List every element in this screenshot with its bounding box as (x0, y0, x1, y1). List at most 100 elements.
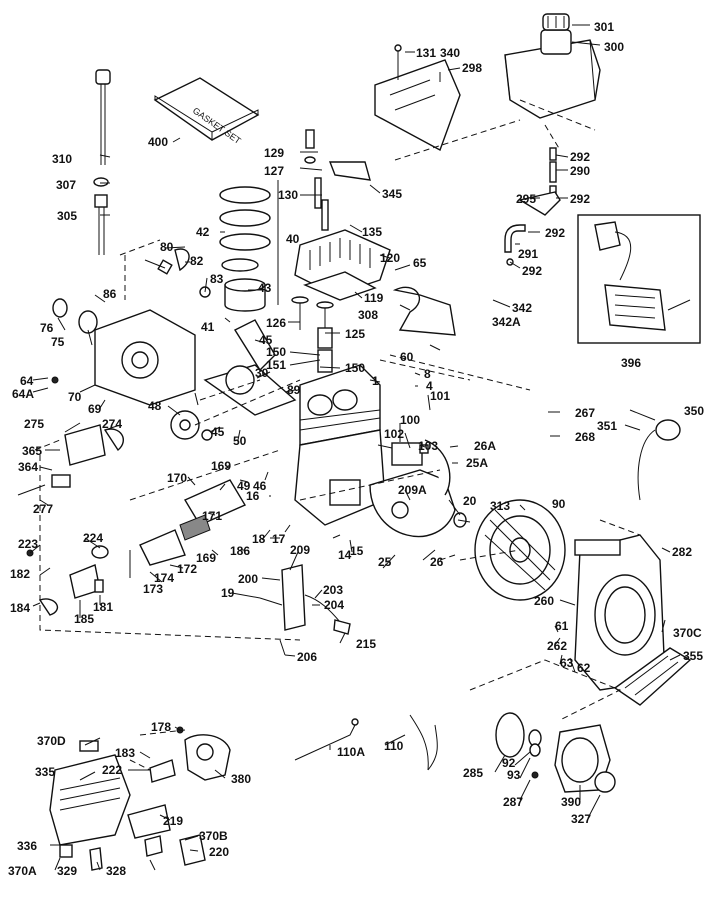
part-label: 215 (356, 637, 376, 651)
fuel-tank-drawing (504, 13, 601, 119)
part-label: 130 (278, 188, 298, 202)
mounting-flange-drawing (369, 439, 456, 538)
part-label: 80 (160, 240, 174, 254)
engine-block-drawing (294, 364, 386, 526)
part-label: 150 (345, 361, 365, 375)
governor-drawing (144, 248, 456, 336)
part-label: 335 (35, 765, 55, 779)
part-label: 50 (233, 434, 247, 448)
part-label: 62 (577, 661, 591, 675)
part-label: 64 (20, 374, 34, 388)
part-label: 40 (286, 232, 300, 246)
part-label: 86 (103, 287, 117, 301)
part-label: 355 (683, 649, 703, 663)
cylinder-head-drawing (291, 129, 391, 373)
crankcase-cover-drawing (51, 298, 196, 406)
part-label: 220 (209, 845, 229, 859)
part-label: 370B (199, 829, 228, 843)
part-label: 171 (202, 509, 222, 523)
part-label: 48 (148, 399, 162, 413)
part-label: 282 (672, 545, 692, 559)
part-label: 4 (426, 379, 433, 393)
leader-lines (29, 24, 681, 871)
part-label: 102 (384, 427, 404, 441)
governor-plate-drawing (259, 564, 351, 656)
flywheel-drawing (453, 499, 566, 601)
part-label: 170 (167, 471, 187, 485)
wire-harness-drawing (294, 714, 438, 771)
part-label: 42 (196, 225, 210, 239)
part-label: 103 (418, 439, 438, 453)
crankshaft-drawing (203, 319, 297, 416)
part-label: 298 (462, 61, 482, 75)
tank-bracket-drawing (374, 44, 461, 152)
part-label: 223 (18, 537, 38, 551)
part-label: 380 (231, 772, 251, 786)
part-label: 174 (154, 571, 174, 585)
part-label: 16 (246, 489, 260, 503)
part-label: 219 (163, 814, 183, 828)
part-label: 8 (424, 367, 431, 381)
part-label: 186 (230, 544, 250, 558)
part-label: 26 (430, 555, 444, 569)
muffler-drawing (17, 424, 124, 496)
part-label: 204 (324, 598, 344, 612)
part-label: 203 (323, 583, 343, 597)
part-label: 262 (547, 639, 567, 653)
part-label: 1 (372, 374, 379, 388)
part-label: 350 (684, 404, 704, 418)
part-label: 285 (463, 766, 483, 780)
fuel-pump-inset (577, 214, 701, 344)
part-label: 92 (502, 756, 516, 770)
part-label: 329 (57, 864, 77, 878)
part-label: 25A (466, 456, 488, 470)
part-label: 63 (560, 656, 574, 670)
part-label: 275 (24, 417, 44, 431)
part-label: 308 (358, 308, 378, 322)
part-label: 342 (512, 301, 532, 315)
intake-parts-drawing (26, 479, 247, 616)
part-label: 274 (102, 417, 122, 431)
part-label: 400 (148, 135, 168, 149)
part-label: 183 (115, 746, 135, 760)
part-label: 328 (106, 864, 126, 878)
part-label: 224 (83, 531, 103, 545)
part-label: 292 (570, 150, 590, 164)
part-label: 45 (259, 333, 273, 347)
part-label: 310 (52, 152, 72, 166)
part-label: 370C (673, 626, 702, 640)
spark-plug-cap-drawing (637, 419, 681, 501)
part-label: 292 (522, 264, 542, 278)
part-label: 390 (561, 795, 581, 809)
part-label: 300 (604, 40, 624, 54)
part-label: 287 (503, 795, 523, 809)
gasket-set-drawing: GASKET SET (153, 77, 260, 146)
gasket-drawing (613, 647, 692, 706)
air-cleaner-drawing (49, 726, 231, 871)
part-label: 169 (211, 459, 231, 473)
part-label: 15 (350, 544, 364, 558)
part-label: 184 (10, 601, 30, 615)
part-label: 49 (237, 479, 251, 493)
part-label: 267 (575, 406, 595, 420)
part-label: 89 (287, 383, 301, 397)
part-label: 65 (413, 256, 427, 270)
part-label: 70 (68, 390, 82, 404)
part-label: 295 (516, 192, 536, 206)
part-label: 61 (555, 619, 569, 633)
part-label: 69 (88, 402, 102, 416)
part-label: 125 (345, 327, 365, 341)
part-label: 76 (40, 321, 54, 335)
part-label: 292 (570, 192, 590, 206)
part-label: 396 (621, 356, 641, 370)
part-label: 100 (400, 413, 420, 427)
piston-drawing (199, 186, 271, 312)
part-label: 25 (378, 555, 392, 569)
part-label: 340 (440, 46, 460, 60)
part-label: 45 (211, 425, 225, 439)
part-label: 110A (337, 745, 365, 759)
part-label: 351 (597, 419, 617, 433)
part-label: 327 (571, 812, 591, 826)
part-label: 75 (51, 335, 65, 349)
